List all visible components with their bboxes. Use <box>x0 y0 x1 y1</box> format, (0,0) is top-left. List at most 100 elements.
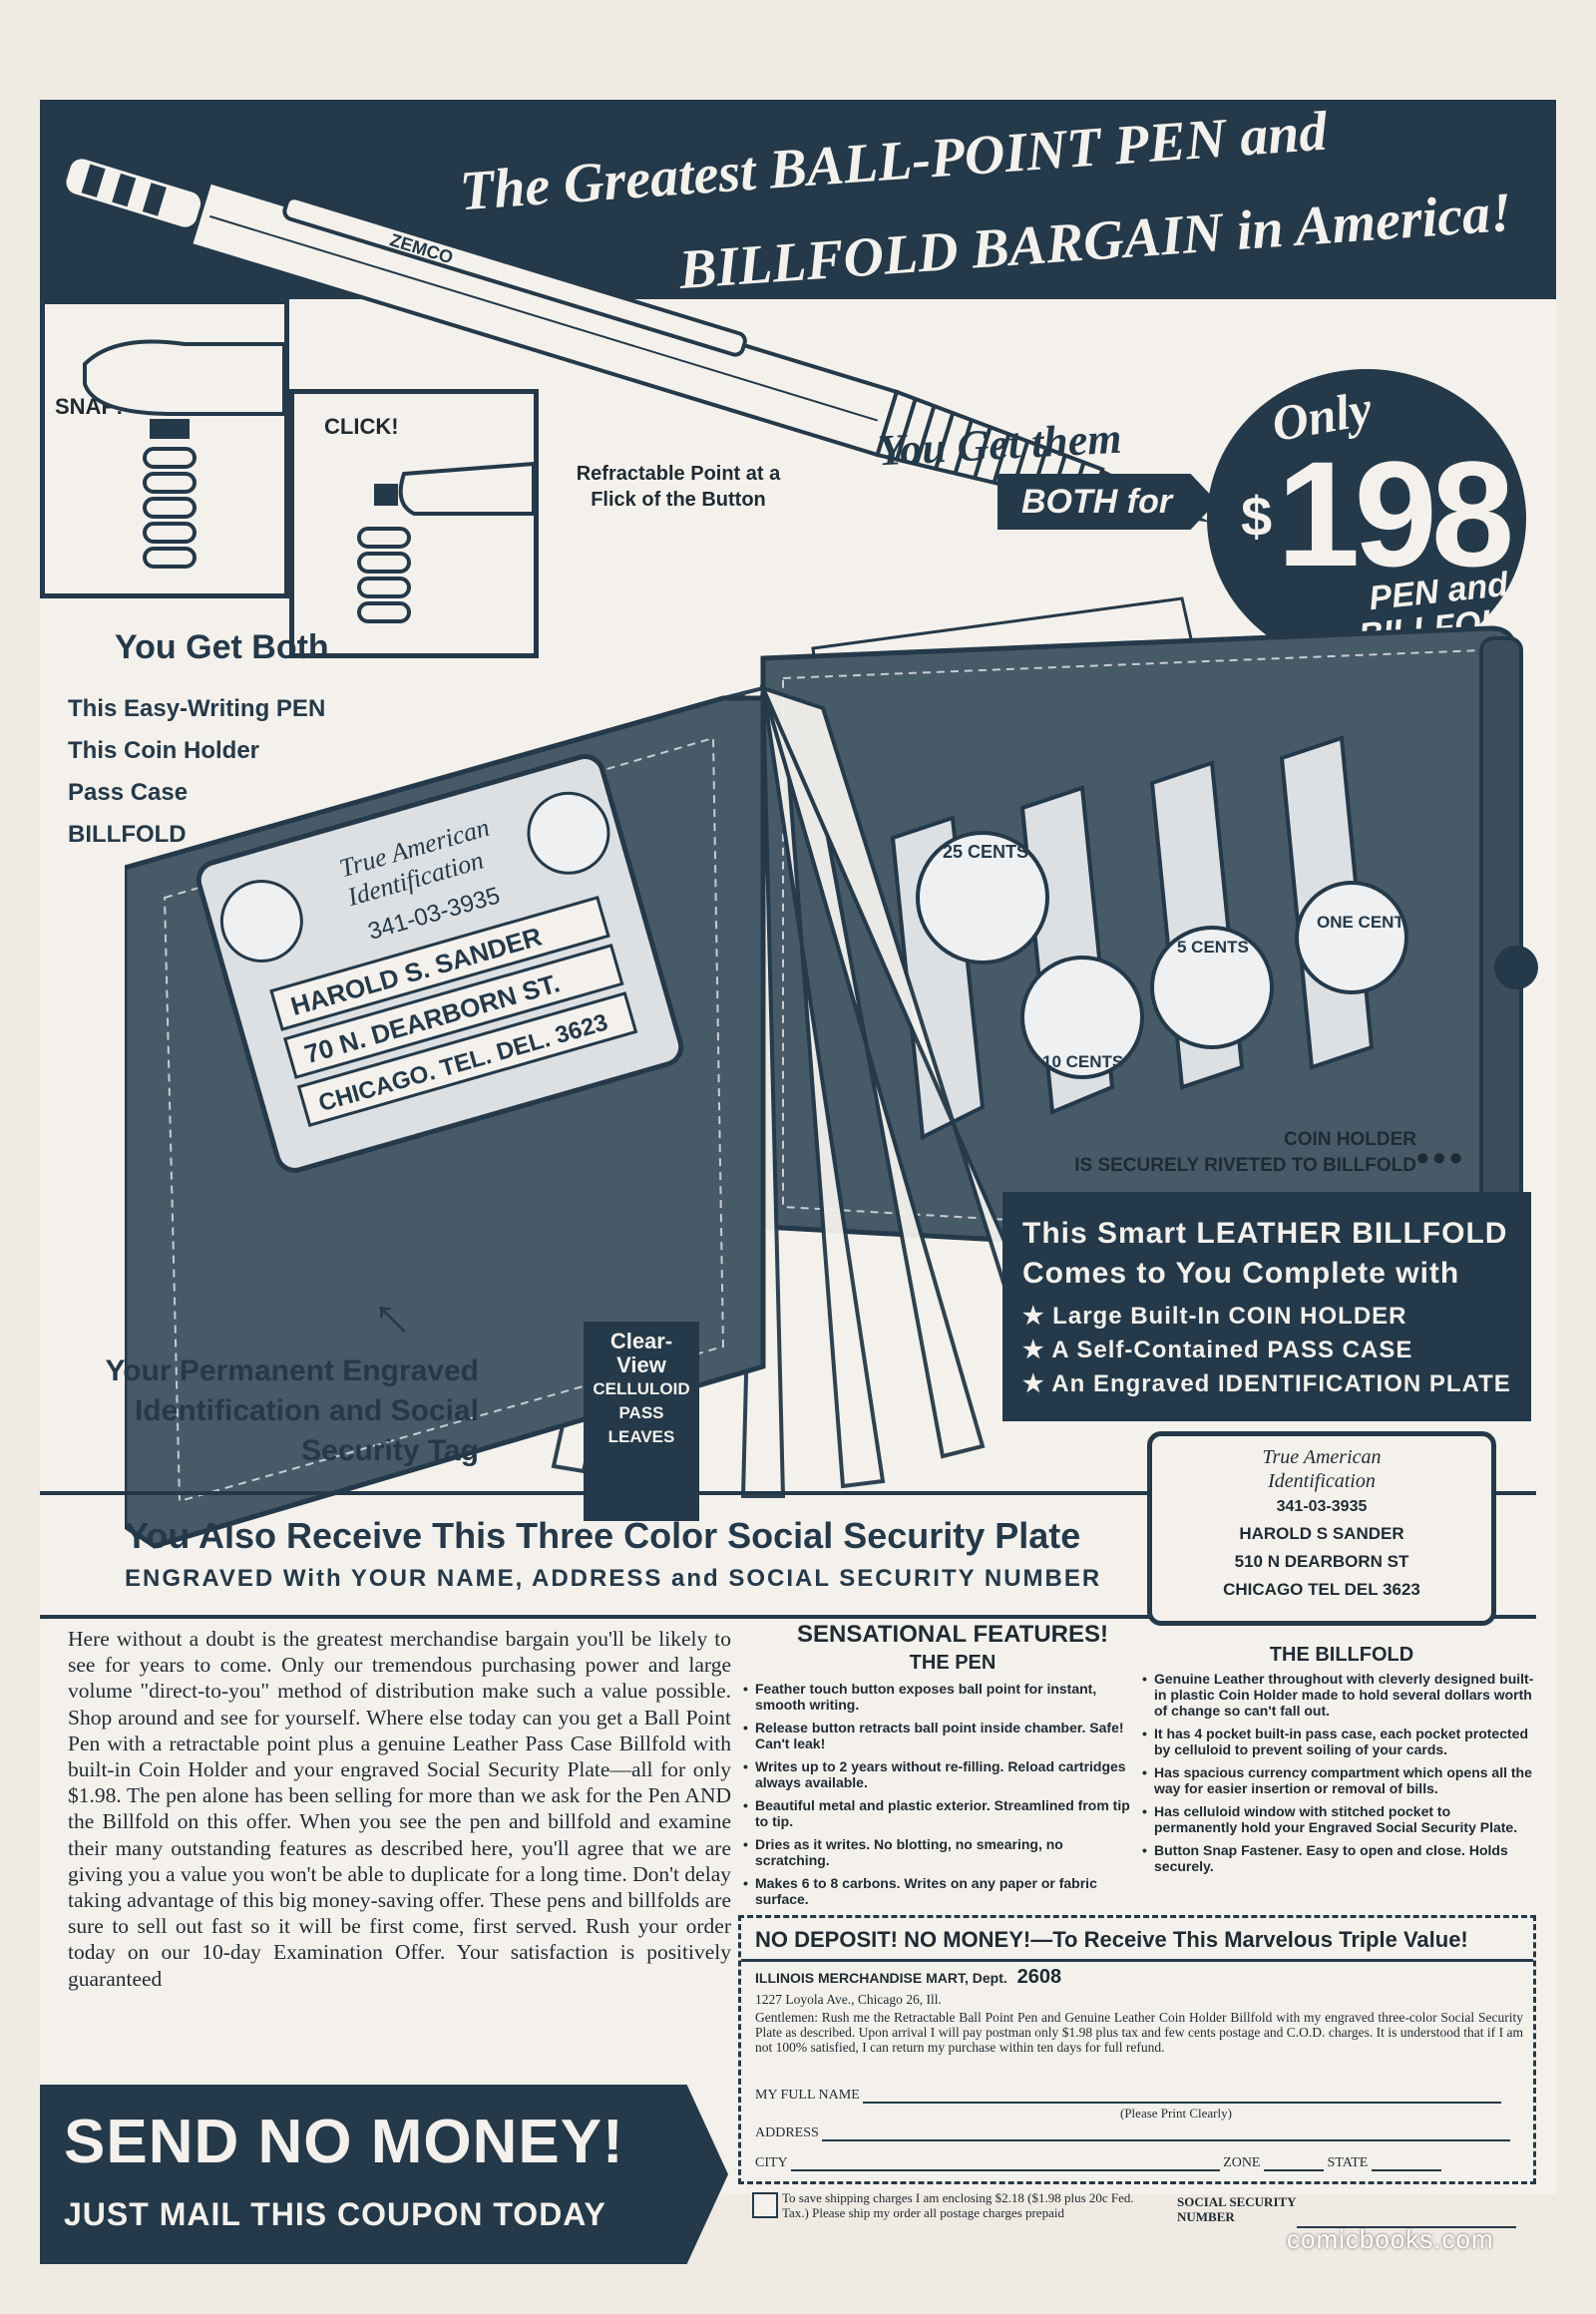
full-name-row: MY FULL NAME <box>755 2086 1502 2110</box>
plate-number: 341-03-3935 <box>1276 1498 1368 1515</box>
plate-identification: Identification <box>1268 1470 1376 1492</box>
advertisement: The Greatest BALL-POINT PEN and BILLFOLD… <box>40 100 1556 2264</box>
list-item: Pass Case <box>68 779 189 806</box>
plate-name: HAROLD S SANDER <box>1239 1524 1404 1543</box>
plate-true-american: True American <box>1262 1446 1382 1468</box>
social-security-subtitle: ENGRAVED With YOUR NAME, ADDRESS and SOC… <box>125 1565 1102 1592</box>
please-print-note: (Please Print Clearly) <box>1120 2106 1232 2121</box>
coupon-footer: To save shipping charges I am enclosing … <box>738 2184 1536 2274</box>
coupon-address: 1227 Loyola Ave., Chicago 26, Ill. <box>755 1992 942 2007</box>
identification-card: True American Identification 341-03-3935… <box>196 753 684 1173</box>
clear-view-line: View <box>616 1352 666 1377</box>
billfold-features-box: This Smart LEATHER BILLFOLD Comes to You… <box>1002 1192 1531 1421</box>
ssn-label-line1: SOCIAL SECURITY <box>1177 2194 1297 2209</box>
coupon-dept-number: 2608 <box>1016 1966 1062 1988</box>
thumb-press-illustration <box>83 339 284 569</box>
billfold-box-line2: Comes to You Complete with <box>1022 1257 1460 1290</box>
permanent-id-caption: Your Permanent Engraved Identification a… <box>105 1354 479 1467</box>
pointer-dots: ••• <box>1416 1137 1466 1178</box>
state-label: STATE <box>1327 2155 1369 2170</box>
price-circle: Only $ 198 PEN and BILLFOLD <box>1207 369 1527 668</box>
mail-coupon-text: JUST MAIL THIS COUPON TODAY <box>64 2196 606 2232</box>
coin-holder-note: COIN HOLDER IS SECURELY RIVETED TO BILLF… <box>988 1127 1416 1179</box>
plate-city: CHICAGO TEL DEL 3623 <box>1223 1580 1420 1599</box>
list-item: Feather touch button exposes ball point … <box>743 1681 1132 1713</box>
coin-holder-line1: COIN HOLDER <box>1284 1129 1416 1150</box>
full-name-label: MY FULL NAME <box>755 2088 860 2103</box>
list-item: Has spacious currency compartment which … <box>1142 1764 1536 1796</box>
pen-features-title: THE PEN <box>909 1652 997 1674</box>
dollar-sign: $ <box>1241 485 1273 548</box>
list-item: This Easy-Writing PEN <box>68 695 326 722</box>
social-security-band: You Also Receive This Three Color Social… <box>40 1491 1536 1619</box>
address-label: ADDRESS <box>755 2125 819 2140</box>
send-no-money-text: SEND NO MONEY! <box>64 2108 624 2176</box>
click-panel: CLICK! <box>289 389 539 658</box>
ssn-field[interactable] <box>1297 2210 1516 2228</box>
retractable-point-caption: Refractable Point at a Flick of the Butt… <box>576 463 781 511</box>
site-watermark: comicbooks.com <box>1287 2224 1494 2254</box>
ssn-label-line2: NUMBER <box>1177 2209 1235 2224</box>
snap-panel: SNAP! <box>40 299 289 598</box>
coupon-company: ILLINOIS MERCHANDISE MART, Dept. 2608 <box>755 1967 1061 1987</box>
list-item: It has 4 pocket built-in pass case, each… <box>1142 1726 1536 1757</box>
ssn-label: SOCIAL SECURITY NUMBER <box>1177 2194 1297 2224</box>
billfold-features-list: Genuine Leather throughout with cleverly… <box>1142 1671 1536 1881</box>
order-coupon: NO DEPOSIT! NO MONEY!—To Receive This Ma… <box>738 1915 1536 2184</box>
list-item: BILLFOLD <box>68 821 187 848</box>
state-field[interactable] <box>1371 2153 1441 2171</box>
list-item: Release button retracts ball point insid… <box>743 1720 1132 1751</box>
send-no-money-banner: SEND NO MONEY! JUST MAIL THIS COUPON TOD… <box>40 2085 728 2264</box>
list-item: Makes 6 to 8 carbons. Writes on any pape… <box>743 1875 1132 1907</box>
clear-view-line: Clear- <box>609 1329 673 1353</box>
billfold-box-list: ★ Large Built-In COIN HOLDER ★ A Self-Co… <box>1022 1300 1511 1401</box>
clear-view-line: PASS <box>618 1403 664 1422</box>
social-security-title: You Also Receive This Three Color Social… <box>125 1515 1081 1556</box>
list-item: Has celluloid window with stitched pocke… <box>1142 1803 1536 1835</box>
plate-street: 510 N DEARBORN ST <box>1234 1552 1409 1571</box>
features-title: SENSATIONAL FEATURES! <box>796 1621 1108 1648</box>
city-label: CITY <box>755 2155 788 2170</box>
full-name-field[interactable] <box>863 2086 1502 2104</box>
you-get-both-title: You Get Both <box>115 628 329 666</box>
price-amount: 198 <box>1277 430 1514 597</box>
coin-label: 5 CENTS <box>1177 938 1249 957</box>
clear-view-line: CELLULOID <box>593 1379 690 1398</box>
list-item: ★ A Self-Contained PASS CASE <box>1022 1337 1413 1363</box>
clear-view-label: Clear- View CELLULOID PASS LEAVES <box>584 1322 699 1521</box>
address-field[interactable] <box>822 2123 1511 2141</box>
list-item: Dries as it writes. No blotting, no smea… <box>743 1836 1132 1868</box>
prepaid-checkbox[interactable] <box>752 2192 778 2218</box>
zone-field[interactable] <box>1263 2153 1324 2171</box>
list-item: Writes up to 2 years without re-filling.… <box>743 1758 1132 1790</box>
coin-label: ONE CENT <box>1317 913 1404 932</box>
list-item: This Coin Holder <box>68 737 259 764</box>
click-label: CLICK! <box>324 414 399 439</box>
coupon-header: NO DEPOSIT! NO MONEY!—To Receive This Ma… <box>741 1918 1533 1962</box>
coupon-body: Gentlemen: Rush me the Retractable Ball … <box>755 2010 1523 2055</box>
clear-view-line: LEAVES <box>607 1427 675 1446</box>
list-item: Button Snap Fastener. Easy to open and c… <box>1142 1842 1536 1874</box>
coin-holder-line2: IS SECURELY RIVETED TO BILLFOLD <box>1074 1155 1416 1176</box>
coin-label: 25 CENTS <box>943 842 1028 862</box>
list-item: ★ An Engraved IDENTIFICATION PLATE <box>1022 1370 1511 1397</box>
city-field[interactable] <box>790 2153 1220 2171</box>
body-copy: Here without a doubt is the greatest mer… <box>68 1627 731 1991</box>
list-item: Genuine Leather throughout with cleverly… <box>1142 1671 1536 1719</box>
address-row: ADDRESS <box>755 2123 1511 2147</box>
list-item: Beautiful metal and plastic exterior. St… <box>743 1797 1132 1829</box>
coin-label: 10 CENTS <box>1042 1052 1123 1071</box>
billfold-box-line1: This Smart LEATHER BILLFOLD <box>1022 1217 1508 1250</box>
pen-features-list: Feather touch button exposes ball point … <box>743 1681 1132 1914</box>
you-get-both-list: This Easy-Writing PEN This Coin Holder P… <box>68 688 325 856</box>
button-click-illustration <box>357 461 534 623</box>
ballpoint-pen-illustration: ZEMCO <box>62 155 1212 523</box>
both-for-arrow: BOTH for <box>998 474 1217 530</box>
shipping-note: To save shipping charges I am enclosing … <box>782 2190 1134 2220</box>
coins: 25 CENTS 10 CENTS 5 CENTS ONE CENT <box>916 831 1408 1079</box>
coupon-company-name: ILLINOIS MERCHANDISE MART, Dept. <box>755 1970 1007 1986</box>
list-item: ★ Large Built-In COIN HOLDER <box>1022 1303 1407 1330</box>
billfold-features-title: THE BILLFOLD <box>1269 1644 1414 1666</box>
zone-label: ZONE <box>1223 2155 1261 2170</box>
city-row: CITY ZONE STATE <box>755 2153 1441 2177</box>
